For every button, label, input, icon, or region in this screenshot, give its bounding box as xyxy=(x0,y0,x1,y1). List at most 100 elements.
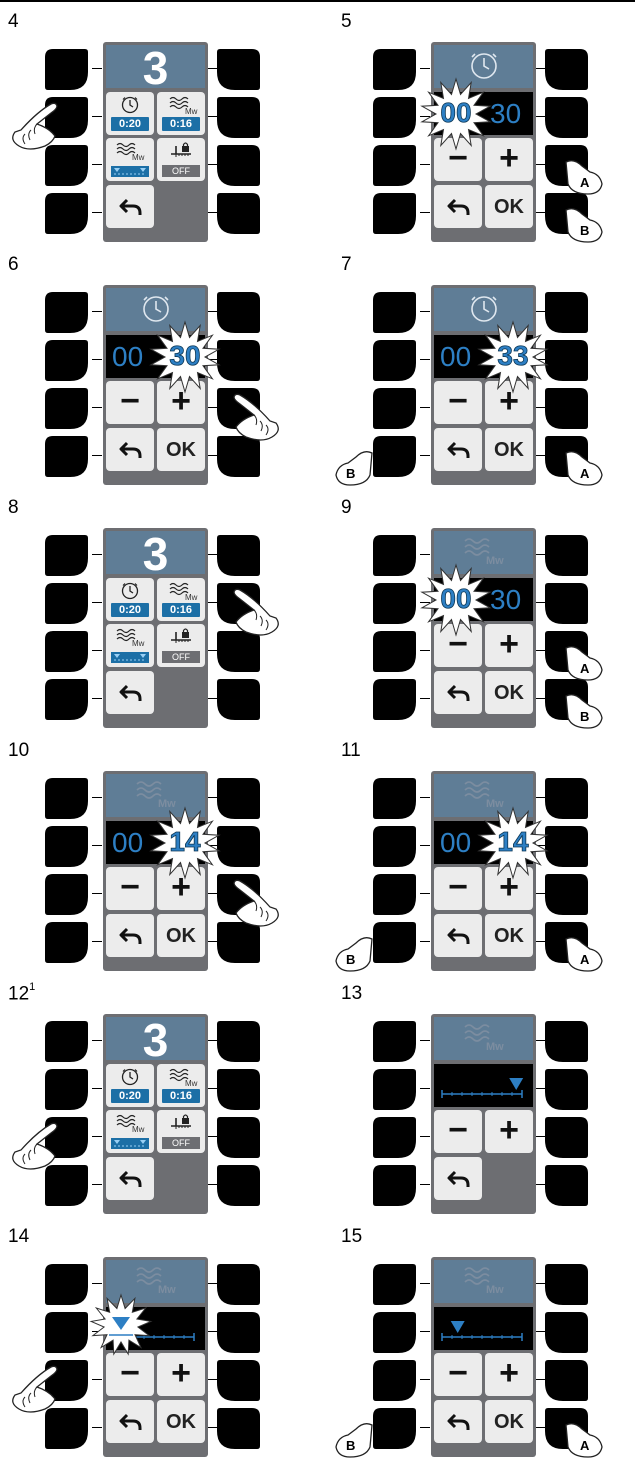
timer-value: 0:20 xyxy=(111,603,149,617)
connector-line xyxy=(208,698,218,699)
timer-tile[interactable]: 0:20 xyxy=(106,92,154,135)
back-button[interactable] xyxy=(434,1400,482,1443)
back-button[interactable] xyxy=(434,428,482,471)
child-lock-tile[interactable]: OFF xyxy=(157,138,205,181)
pointing-hand-icon xyxy=(232,588,284,638)
connector-line xyxy=(536,212,546,213)
step-number: 4 xyxy=(8,12,19,31)
minus-button[interactable]: − xyxy=(434,867,482,910)
back-button[interactable] xyxy=(434,1157,482,1200)
softkey-right xyxy=(542,1261,591,1307)
minus-button[interactable]: − xyxy=(434,1110,482,1153)
minus-button[interactable]: − xyxy=(106,1353,154,1396)
connector-line xyxy=(420,1088,430,1089)
back-button[interactable] xyxy=(106,1400,154,1443)
plus-label: + xyxy=(485,626,533,662)
back-arrow-icon xyxy=(118,195,142,217)
power-level-tile[interactable]: Mw xyxy=(106,624,154,667)
ok-button[interactable]: OK xyxy=(485,1400,533,1443)
child-lock-icon xyxy=(170,142,192,158)
connector-line xyxy=(420,407,430,408)
connector-line xyxy=(92,797,102,798)
softkey-left xyxy=(370,385,419,431)
connector-line xyxy=(92,212,102,213)
back-button[interactable] xyxy=(106,1157,154,1200)
minutes-value: 00 xyxy=(112,827,143,859)
back-button[interactable] xyxy=(106,671,154,714)
ok-button[interactable]: OK xyxy=(157,428,205,471)
plus-button[interactable]: + xyxy=(485,624,533,667)
softkey-left xyxy=(370,46,419,92)
connector-line xyxy=(536,407,546,408)
child-lock-icon xyxy=(170,1114,192,1130)
microwave-waves-icon xyxy=(464,780,492,800)
level-bar xyxy=(111,652,149,663)
connector-line xyxy=(420,1379,430,1380)
step-number: 9 xyxy=(341,498,352,517)
back-button[interactable] xyxy=(106,914,154,957)
ok-button[interactable]: OK xyxy=(485,185,533,228)
back-arrow-icon xyxy=(446,1410,470,1432)
level-indicator xyxy=(113,1140,147,1148)
callout-b: B xyxy=(560,204,606,244)
connector-line xyxy=(208,1283,218,1284)
microwave-waves-icon xyxy=(136,1266,164,1286)
back-arrow-icon xyxy=(118,438,142,460)
connector-line xyxy=(92,1184,102,1185)
plus-button[interactable]: + xyxy=(157,1353,205,1396)
back-button[interactable] xyxy=(106,428,154,471)
timer-tile[interactable]: 0:20 xyxy=(106,1064,154,1107)
connector-line xyxy=(208,212,218,213)
softkey-left xyxy=(42,676,91,722)
connector-line xyxy=(92,1427,102,1428)
connector-line xyxy=(208,1040,218,1041)
minus-button[interactable]: − xyxy=(434,1353,482,1396)
softkey-left xyxy=(370,1018,419,1064)
minus-label: − xyxy=(106,383,154,419)
back-button[interactable] xyxy=(434,185,482,228)
ok-button[interactable]: OK xyxy=(485,914,533,957)
plus-button[interactable]: + xyxy=(485,138,533,181)
minus-button[interactable]: − xyxy=(106,381,154,424)
connector-line xyxy=(420,650,430,651)
child-lock-tile[interactable]: OFF xyxy=(157,1110,205,1153)
pointing-hand-icon xyxy=(7,1365,59,1415)
connector-line xyxy=(536,1427,546,1428)
connector-line xyxy=(536,1331,546,1332)
minutes-value: 00 xyxy=(440,341,471,373)
mw-label: Mw xyxy=(185,107,197,116)
connector-line xyxy=(420,845,430,846)
microwave-waves-icon xyxy=(464,1266,492,1286)
back-button[interactable] xyxy=(434,914,482,957)
mw-label: Mw xyxy=(132,1125,144,1134)
back-button[interactable] xyxy=(434,671,482,714)
softkey-right xyxy=(542,1309,591,1355)
minus-button[interactable]: − xyxy=(106,867,154,910)
display-header: 3 xyxy=(106,45,205,88)
connector-line xyxy=(92,554,102,555)
softkey-right xyxy=(542,289,591,335)
minus-button[interactable]: − xyxy=(434,381,482,424)
plus-button[interactable]: + xyxy=(485,1353,533,1396)
softkey-left xyxy=(370,775,419,821)
power-level-tile[interactable]: Mw xyxy=(106,138,154,181)
plus-button[interactable]: + xyxy=(485,1110,533,1153)
ok-button[interactable]: OK xyxy=(157,1400,205,1443)
ok-button[interactable]: OK xyxy=(157,914,205,957)
callout-a: A xyxy=(560,642,606,682)
back-button[interactable] xyxy=(106,185,154,228)
control-panel: 30:20Mw0:16MwOFF xyxy=(103,1014,208,1214)
softkey-right xyxy=(542,337,591,383)
softkey-right xyxy=(542,532,591,578)
softkey-right xyxy=(214,1405,263,1451)
ok-button[interactable]: OK xyxy=(485,671,533,714)
timer-tile[interactable]: 0:20 xyxy=(106,578,154,621)
ok-button[interactable]: OK xyxy=(485,428,533,471)
softkey-right xyxy=(214,46,263,92)
power-level-tile[interactable]: Mw xyxy=(106,1110,154,1153)
child-lock-tile[interactable]: OFF xyxy=(157,624,205,667)
connector-line xyxy=(420,698,430,699)
